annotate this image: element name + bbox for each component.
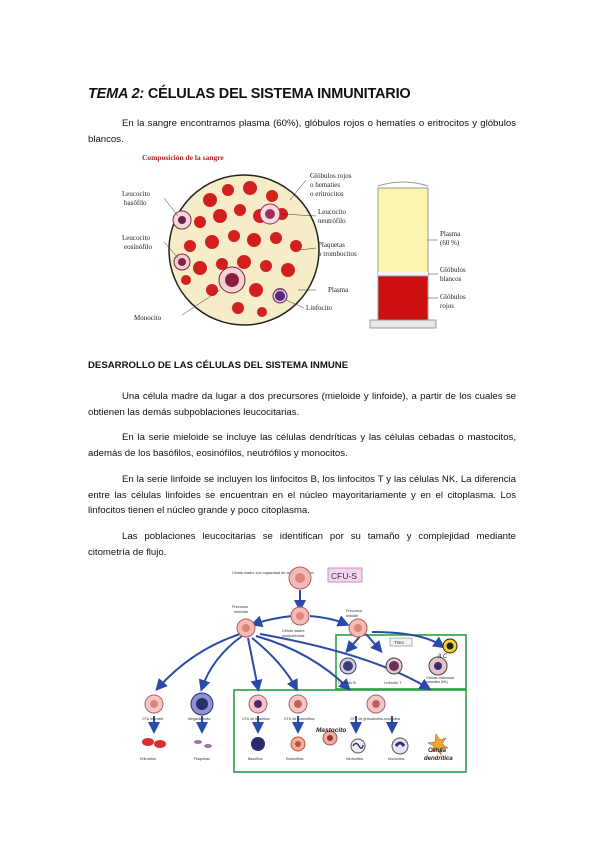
blood-composition-figure: Composición de la sangre bbox=[122, 153, 466, 329]
label-leader-lines bbox=[163, 179, 317, 316]
cfu-s-label: CFU-S bbox=[331, 571, 357, 581]
mature-cells bbox=[142, 730, 449, 756]
label-basofilo-2: basófilo bbox=[124, 199, 147, 207]
precursor-mieloide-1: Precursor bbox=[232, 605, 249, 609]
precursor-linfoide-1: Precursor bbox=[346, 609, 363, 613]
celula-dendritica-label-2: dendrítica bbox=[424, 756, 453, 762]
nk-label-1: Células citotóxicas bbox=[426, 676, 454, 680]
monocitos-label: Monocitos bbox=[388, 757, 405, 761]
lymphoid-cells bbox=[339, 638, 458, 676]
basofilos-label: Basófilos bbox=[248, 757, 263, 761]
celula-dendritica-label-1: Célula bbox=[428, 748, 447, 754]
ilc-label: ILC bbox=[438, 654, 448, 660]
timo-label: Timo bbox=[394, 640, 404, 645]
eritrocitos-label: Eritrocitos bbox=[140, 757, 156, 761]
label-tube-blancos-1: Glóbulos bbox=[440, 266, 466, 274]
linfocito-b-label: Linfocito B bbox=[338, 681, 356, 685]
section-heading: DESARROLLO DE LAS CÉLULAS DEL SISTEMA IN… bbox=[88, 360, 349, 371]
cfu-basofilos-label: CFU de basófilos bbox=[242, 717, 270, 721]
label-globulos-rojos-2: o hematíes bbox=[310, 181, 340, 189]
plaquetas-label: Plaquetas bbox=[194, 757, 210, 761]
page-title: TEMA 2: CÉLULAS DEL SISTEMA INMUNITARIO bbox=[88, 86, 411, 102]
label-tube-rojos-1: Glóbulos bbox=[440, 293, 466, 301]
precursor-mieloide-2: mieloide bbox=[234, 610, 248, 614]
label-plaquetas-1: Plaquetas bbox=[318, 241, 345, 249]
title-text: CÉLULAS DEL SISTEMA INMUNITARIO bbox=[144, 86, 411, 102]
paragraph-1: Una célula madre da lugar a dos precurso… bbox=[88, 391, 516, 418]
progenitor-cells bbox=[236, 606, 368, 638]
precursor-linfoide-2: linfoide bbox=[346, 614, 358, 618]
label-neutrofilo-2: neutrófilo bbox=[318, 217, 346, 225]
label-tube-plasma-2: (60 %) bbox=[440, 239, 460, 247]
lineage-arrows bbox=[148, 590, 446, 734]
stem-note: Célula madre con capacidad de autorrenov… bbox=[232, 571, 314, 575]
label-plasma: Plasma bbox=[328, 286, 349, 294]
lymphoid-box bbox=[335, 634, 467, 690]
cfu-cells bbox=[144, 692, 386, 716]
intro-paragraph: En la sangre encontramos plasma (60%), g… bbox=[88, 118, 516, 145]
celula-madre-1: Célula madre bbox=[282, 629, 305, 633]
label-linfocito: Linfocito bbox=[306, 304, 333, 312]
label-plaquetas-2: o trombocitos bbox=[318, 250, 357, 258]
cfu-granulocitos-label: CFU de granulocitos-monocitos bbox=[350, 717, 401, 721]
megacariocito-label: Megacariocito bbox=[188, 717, 210, 721]
linfocito-t-label: Linfocito T bbox=[384, 681, 402, 685]
label-monocito: Monocito bbox=[134, 314, 162, 322]
nk-label-2: naturales (NK) bbox=[426, 680, 448, 684]
label-neutrofilo-1: Leucocito bbox=[318, 208, 346, 216]
label-tube-blancos-2: blancos bbox=[440, 275, 462, 283]
neutrofilos-label: Neutrófilos bbox=[346, 757, 363, 761]
cfu-eosinofilos-label: CFU de eosinófilos bbox=[284, 717, 315, 721]
title-prefix: TEMA 2: bbox=[88, 86, 145, 102]
celula-madre-2: pluripotencial bbox=[282, 634, 305, 638]
paragraph-2: En la serie mieloide se incluye las célu… bbox=[88, 432, 516, 459]
cfu-s-box bbox=[327, 567, 363, 583]
hematopoiesis-diagram: CFU-S Célula madre con capacidad de auto… bbox=[132, 562, 470, 776]
label-eosinofilo-2: eosinófilo bbox=[124, 243, 152, 251]
label-basofilo-1: Leucocito bbox=[122, 190, 150, 198]
paragraph-3: En la serie linfoide se incluyen los lin… bbox=[88, 474, 516, 516]
eosinofilos-label: Eosinófilos bbox=[286, 757, 304, 761]
label-globulos-rojos-1: Glóbulos rojos bbox=[310, 172, 352, 180]
label-eosinofilo-1: Leucocito bbox=[122, 234, 150, 242]
label-globulos-rojos-3: o eritrocitos bbox=[310, 190, 344, 198]
label-tube-plasma-1: Plasma bbox=[440, 230, 461, 238]
label-tube-rojos-2: rojos bbox=[440, 302, 454, 310]
cfu-eritroide-label: CFU eritroide bbox=[142, 717, 163, 721]
blood-figure-title: Composición de la sangre bbox=[142, 153, 224, 162]
test-tube bbox=[369, 181, 437, 329]
mastocito-label: Mastocito bbox=[316, 727, 346, 734]
paragraph-4: Las poblaciones leucocitarias se identif… bbox=[88, 531, 516, 558]
